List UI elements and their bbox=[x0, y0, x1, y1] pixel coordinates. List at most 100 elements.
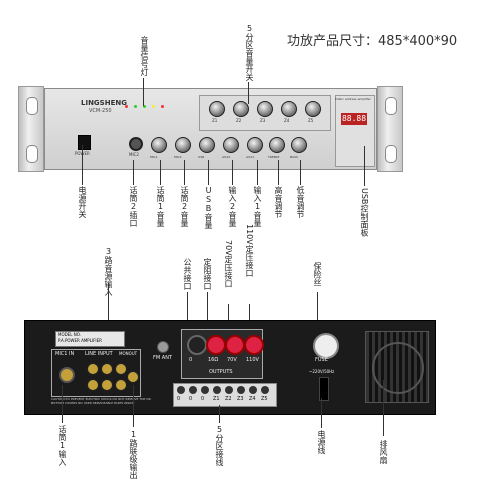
zone-terminal-screw[interactable] bbox=[177, 386, 185, 394]
voltage-label: ~220V/50Hz bbox=[309, 369, 335, 374]
volume-knob[interactable] bbox=[269, 137, 285, 153]
knob-label: MIC2 bbox=[174, 155, 182, 159]
rca-jack[interactable] bbox=[101, 363, 113, 375]
zone-terminal-screw[interactable] bbox=[225, 386, 233, 394]
zone-terminal-label: 0 bbox=[201, 396, 205, 402]
volume-knob[interactable] bbox=[291, 137, 307, 153]
zone-knob-label: Z1 bbox=[212, 118, 218, 123]
zone-volume-knob[interactable] bbox=[305, 101, 321, 117]
right-rack-ear bbox=[377, 86, 403, 172]
label-common: 公共接口 bbox=[183, 258, 192, 290]
volume-knob[interactable] bbox=[199, 137, 215, 153]
mic2-jack-label: MIC2 bbox=[129, 152, 139, 157]
signal-led bbox=[152, 105, 155, 108]
label-110v: 110V定压接口 bbox=[245, 224, 254, 277]
left-rack-ear bbox=[18, 86, 44, 172]
output-terminal[interactable] bbox=[187, 335, 207, 355]
output-terminal[interactable] bbox=[225, 335, 245, 355]
signal-led bbox=[161, 105, 164, 108]
zone-terminal-label: 0 bbox=[189, 396, 193, 402]
zone-volume-knob[interactable] bbox=[281, 101, 297, 117]
input-panel bbox=[51, 349, 141, 397]
zone-terminal-screw[interactable] bbox=[237, 386, 245, 394]
label-fan: 排风扇 bbox=[379, 440, 388, 464]
knob-label: AUX1 bbox=[246, 155, 255, 159]
output-terminal-label: 16Ω bbox=[208, 357, 219, 363]
label-input2-volume: 输入2音量 bbox=[228, 186, 237, 227]
rca-jack[interactable] bbox=[87, 379, 99, 391]
volume-knob[interactable] bbox=[151, 137, 167, 153]
rca-jack[interactable] bbox=[115, 363, 127, 375]
model-plate: MODEL NO. P.A.POWER AMPLIFIER bbox=[55, 331, 125, 347]
knob-label: TREBLE bbox=[268, 155, 280, 159]
fm-antenna-jack[interactable] bbox=[157, 341, 169, 353]
rca-jack[interactable] bbox=[115, 379, 127, 391]
model-label: VCM-250 bbox=[89, 108, 112, 114]
label-fuse: 保险丝 bbox=[313, 262, 322, 286]
label-power-line: 电源线 bbox=[317, 430, 326, 454]
zone-terminal-label: Z5 bbox=[261, 396, 268, 402]
pa-label: Public address amplifier bbox=[335, 97, 371, 101]
output-terminal-label: 70V bbox=[227, 357, 237, 363]
lcd-display: 88.88 bbox=[341, 113, 367, 125]
fuse-label: FUSE bbox=[315, 357, 328, 363]
output-terminal-label: 0 bbox=[189, 357, 193, 363]
label-mic2-volume: 话筒2音量 bbox=[180, 186, 189, 227]
power-switch[interactable] bbox=[78, 135, 91, 150]
label-mic2-port: 话筒2插口 bbox=[129, 186, 138, 227]
knob-label: USB bbox=[198, 155, 205, 159]
line-input-label: LINE INPUT bbox=[85, 351, 113, 357]
rca-jack[interactable] bbox=[101, 379, 113, 391]
zone-knob-label: Z5 bbox=[308, 118, 314, 123]
monout-jack[interactable] bbox=[127, 371, 139, 383]
front-faceplate: LINGSHENG VCM-250 POWER MIC2 Public addr… bbox=[44, 88, 377, 170]
outputs-label: OUTPUTS bbox=[209, 369, 233, 375]
monout-label: MONOUT bbox=[119, 351, 138, 356]
label-input3: 3路音源输入 bbox=[104, 247, 113, 296]
fm-ant-label: FM ANT bbox=[153, 355, 172, 361]
rca-jack[interactable] bbox=[87, 363, 99, 375]
label-70v: 70V定压接口 bbox=[224, 240, 233, 288]
mic1-input-jack[interactable] bbox=[59, 367, 75, 383]
page-title: 功放产品尺寸：485*400*90 bbox=[287, 34, 458, 49]
volume-knob[interactable] bbox=[247, 137, 263, 153]
power-cord bbox=[319, 377, 329, 401]
label-fixed-resist: 定阻接口 bbox=[203, 258, 212, 290]
fuse-holder[interactable] bbox=[313, 333, 339, 359]
zone-terminal-screw[interactable] bbox=[261, 386, 269, 394]
usb-control-panel bbox=[335, 95, 375, 167]
zone-volume-knob[interactable] bbox=[209, 101, 225, 117]
output-terminal[interactable] bbox=[244, 335, 264, 355]
output-terminal[interactable] bbox=[206, 335, 226, 355]
zone-volume-knob[interactable] bbox=[233, 101, 249, 117]
zone-terminal-label: Z4 bbox=[249, 396, 256, 402]
label-usb-panel: USB控制面板 bbox=[360, 188, 369, 237]
zone-terminal-label: Z3 bbox=[237, 396, 244, 402]
model-no-text: MODEL NO. bbox=[58, 332, 81, 337]
knob-label: AUX2 bbox=[222, 155, 231, 159]
zone-knob-label: Z4 bbox=[284, 118, 290, 123]
zone-terminal-label: 0 bbox=[177, 396, 181, 402]
zone-terminal-screw[interactable] bbox=[189, 386, 197, 394]
label-bass: 低音调节 bbox=[296, 186, 305, 218]
label-line-out: 1路联级输出 bbox=[129, 430, 138, 479]
label-input1-volume: 输入1音量 bbox=[253, 186, 262, 227]
volume-knob[interactable] bbox=[175, 137, 191, 153]
signal-led bbox=[125, 105, 128, 108]
back-panel-image: MODEL NO. P.A.POWER AMPLIFIER MIC1 IN LI… bbox=[24, 320, 436, 415]
mic1-in-label: MIC1 IN bbox=[55, 351, 75, 357]
zone-knob-label: Z2 bbox=[236, 118, 242, 123]
signal-led bbox=[134, 105, 137, 108]
caution-text: CAUTION:TO PREVENT ELECTRIC SHOCK DO NOT… bbox=[51, 397, 151, 405]
volume-knob[interactable] bbox=[223, 137, 239, 153]
fan-grille bbox=[365, 331, 429, 403]
zone-terminal-label: Z1 bbox=[213, 396, 220, 402]
knob-label: BASS bbox=[290, 155, 298, 159]
label-usb-volume: USB音量 bbox=[204, 186, 213, 229]
zone-terminal-screw[interactable] bbox=[201, 386, 209, 394]
mic2-jack[interactable] bbox=[129, 137, 143, 151]
zone-terminal-screw[interactable] bbox=[249, 386, 257, 394]
zone-volume-knob[interactable] bbox=[257, 101, 273, 117]
zone-terminal-screw[interactable] bbox=[213, 386, 221, 394]
label-power-switch: 电源开关 bbox=[78, 186, 87, 218]
